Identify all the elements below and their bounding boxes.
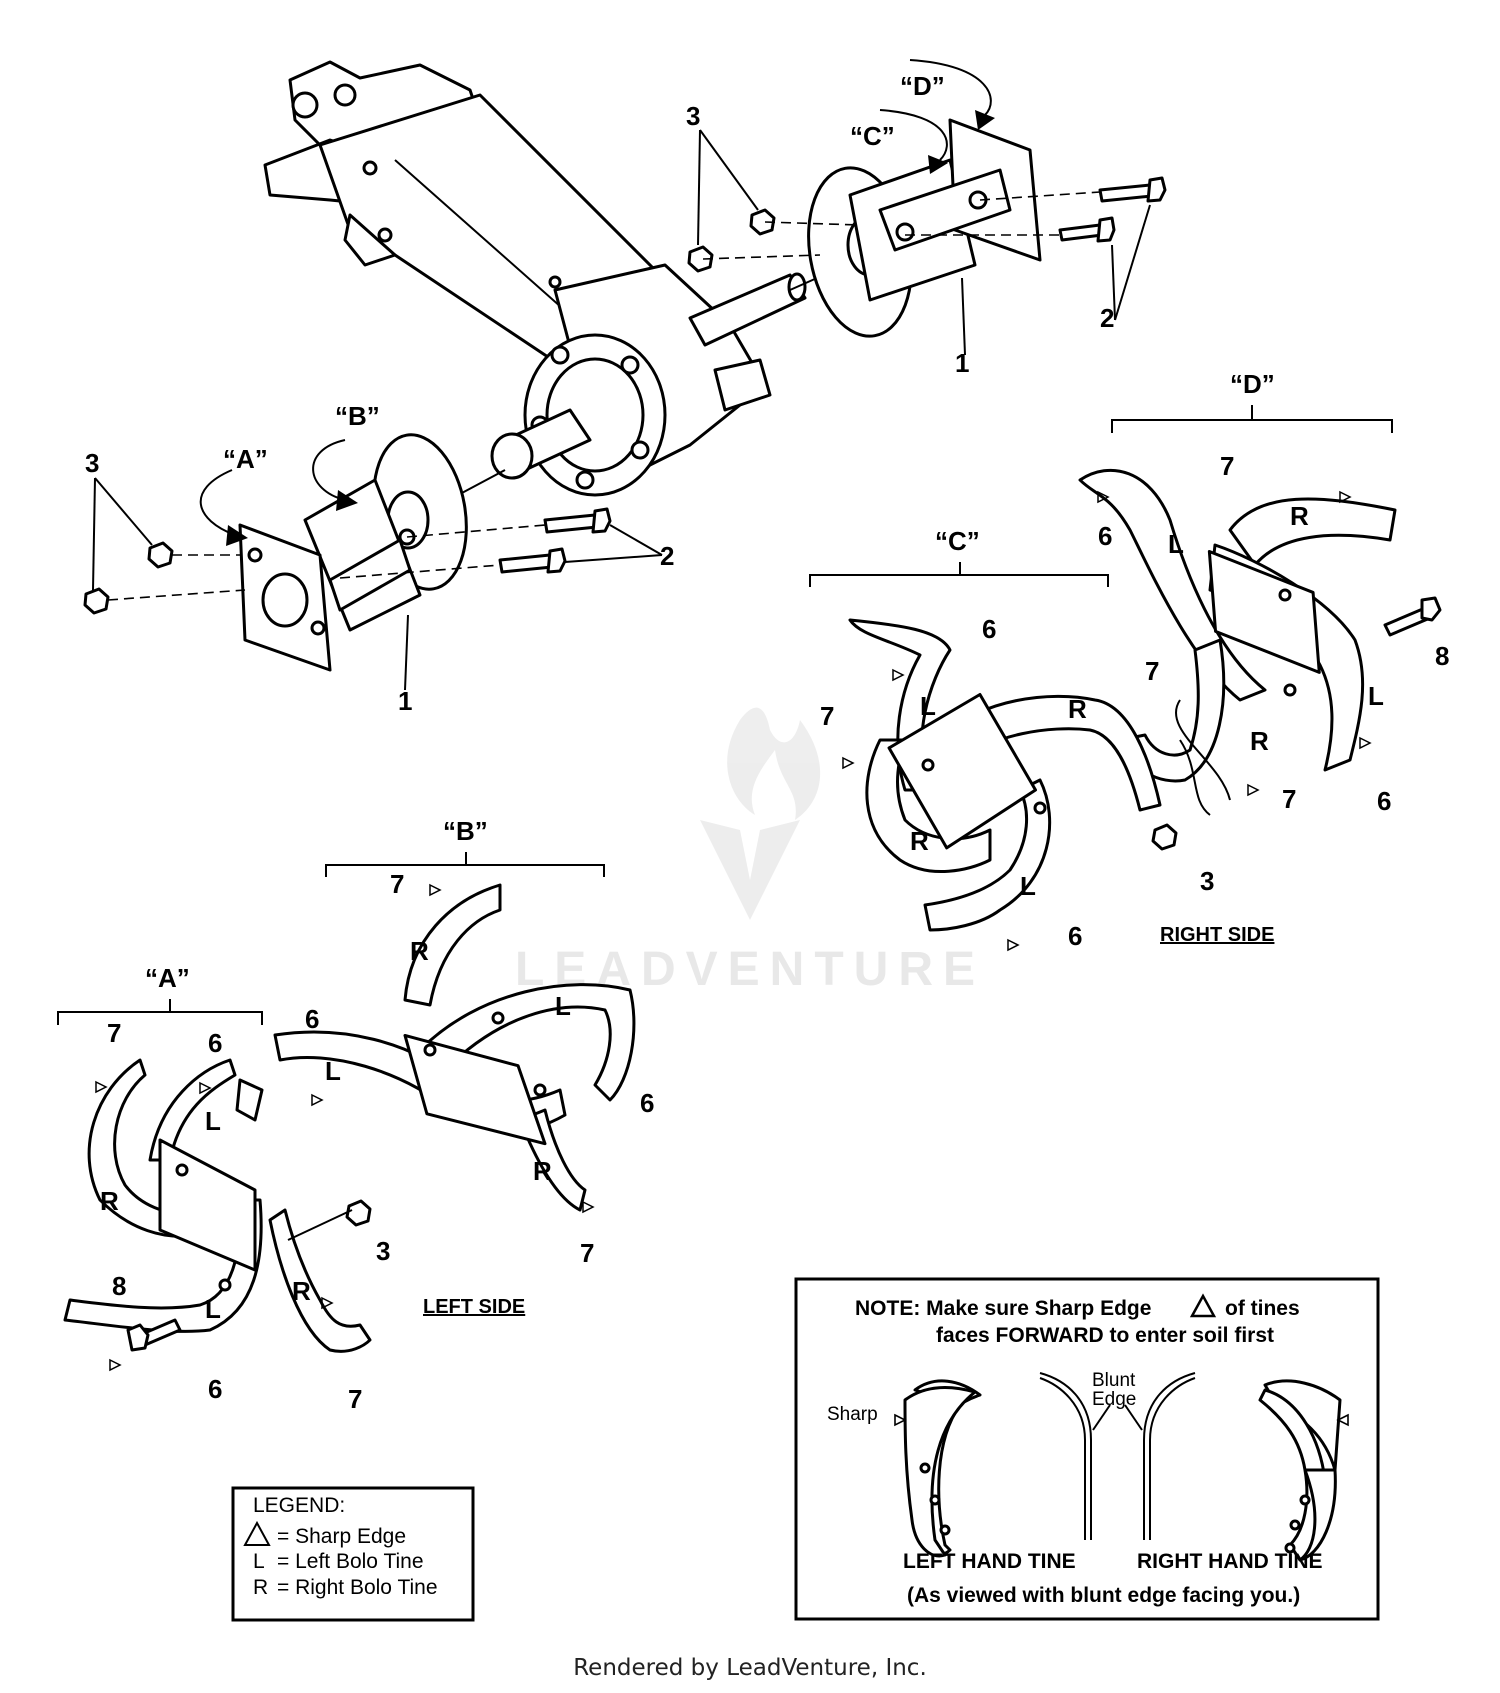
flame-logo-icon [727, 707, 821, 820]
label-8-left: 8 [112, 1271, 126, 1301]
legend-box: LEGEND: = Sharp Edge L = Left Bolo Tine … [231, 1486, 475, 1622]
mark-L-A2: L [205, 1294, 221, 1324]
note-viewed: (As viewed with blunt edge facing you.) [907, 1584, 1300, 1607]
tine-group-D: “D” L R L R 7 6 8 7 6 3 [1078, 369, 1449, 896]
left-hub-assembly [83, 433, 663, 691]
label-D-top: “D” [900, 71, 945, 101]
label-3-left: 3 [85, 448, 99, 478]
note-right-tine: RIGHT HAND TINE [1137, 1550, 1323, 1573]
legend-sharp: = Sharp Edge [277, 1525, 406, 1548]
label-7-C2: 7 [820, 701, 834, 731]
label-6-C2: 6 [1068, 921, 1082, 951]
label-3-top: 3 [686, 101, 700, 131]
note-blunt-1: Blunt [1092, 1370, 1136, 1391]
label-A: “A” [145, 963, 190, 993]
sharp-marker-right-icon [1336, 1413, 1349, 1427]
right-hub-assembly [687, 59, 1167, 356]
label-7-A2: 7 [348, 1384, 362, 1414]
footer-credit: Rendered by LeadVenture, Inc. [573, 1655, 927, 1681]
label-3-A: 3 [376, 1236, 390, 1266]
mark-R-A2: R [292, 1276, 311, 1306]
legend-left-key: L [253, 1550, 265, 1573]
label-B-top: “B” [335, 401, 380, 431]
label-2-top: 2 [1100, 303, 1114, 333]
mark-L-B1: L [325, 1056, 341, 1086]
note-sharp: Sharp [827, 1404, 878, 1425]
label-6-D2: 6 [1377, 786, 1391, 816]
label-1-top: 1 [955, 348, 969, 378]
mark-L-A1: L [205, 1106, 221, 1136]
note-blunt-2: Edge [1092, 1389, 1136, 1410]
watermark: LEADVENTURE [515, 707, 975, 996]
mark-R-C1: R [1068, 694, 1087, 724]
label-C-top: “C” [850, 121, 895, 151]
mark-L-C1: L [920, 691, 936, 721]
mark-R-C2: R [910, 826, 929, 856]
mark-L-B2: L [555, 991, 571, 1021]
v-logo-icon [700, 820, 800, 920]
label-7-C1: 7 [1145, 656, 1159, 686]
label-6-B2: 6 [640, 1088, 654, 1118]
left-side-label: LEFT SIDE [423, 1296, 525, 1318]
label-6-A2: 6 [208, 1374, 222, 1404]
mark-L-D1: L [1168, 529, 1184, 559]
label-1-left: 1 [398, 686, 412, 716]
mark-R-B2: R [533, 1156, 552, 1186]
label-3-right: 3 [1200, 866, 1214, 896]
sharp-edge-markers [95, 490, 1372, 1372]
label-7-D2: 7 [1282, 784, 1296, 814]
mark-R-A1: R [100, 1186, 119, 1216]
legend-right-key: R [253, 1576, 268, 1599]
label-7-B2: 7 [580, 1238, 594, 1268]
label-7-D1: 7 [1220, 451, 1234, 481]
note-line1b: of tines [1225, 1297, 1300, 1320]
label-6-D1: 6 [1098, 521, 1112, 551]
note-box: NOTE: Make sure Sharp Edge of tines face… [794, 1277, 1380, 1621]
label-B: “B” [443, 816, 488, 846]
label-7-B1: 7 [390, 869, 404, 899]
tine-group-B: “B” R L L R 7 6 6 7 [273, 816, 654, 1268]
label-2-left: 2 [660, 541, 674, 571]
note-sharp-triangle-icon [1189, 1293, 1217, 1318]
note-line1: NOTE: Make sure Sharp Edge [855, 1297, 1151, 1320]
label-C: “C” [935, 526, 980, 556]
mark-R-D1: R [1290, 501, 1309, 531]
blunt-pointer-left [1092, 1404, 1111, 1431]
label-6-C1: 6 [982, 614, 996, 644]
legend-title: LEGEND: [253, 1494, 345, 1517]
label-A-top: “A” [223, 444, 268, 474]
note-line2: faces FORWARD to enter soil first [936, 1324, 1274, 1347]
mark-L-D2: L [1368, 681, 1384, 711]
sharp-marker-icon [894, 1413, 907, 1427]
note-left-tine: LEFT HAND TINE [903, 1550, 1076, 1573]
label-8-right: 8 [1435, 641, 1449, 671]
legend-right: = Right Bolo Tine [277, 1576, 438, 1599]
legend-left: = Left Bolo Tine [277, 1550, 424, 1573]
transmission-housing [263, 60, 836, 511]
tine-group-C: “C” L R R L 6 7 7 6 RIGHT SIDE [809, 526, 1274, 951]
mark-L-C2: L [1020, 871, 1036, 901]
label-6-B1: 6 [305, 1004, 319, 1034]
tine-group-A: “A” R L L R 7 6 8 6 7 3 LEFT SIDE [57, 963, 525, 1414]
mark-R-B1: R [410, 936, 429, 966]
label-7-A1: 7 [107, 1018, 121, 1048]
label-6-A1: 6 [208, 1028, 222, 1058]
right-side-label: RIGHT SIDE [1160, 924, 1274, 946]
label-D: “D” [1230, 369, 1275, 399]
sharp-edge-triangle-icon [243, 1520, 271, 1546]
blunt-pointer-right [1124, 1404, 1143, 1431]
mark-R-D2: R [1250, 726, 1269, 756]
